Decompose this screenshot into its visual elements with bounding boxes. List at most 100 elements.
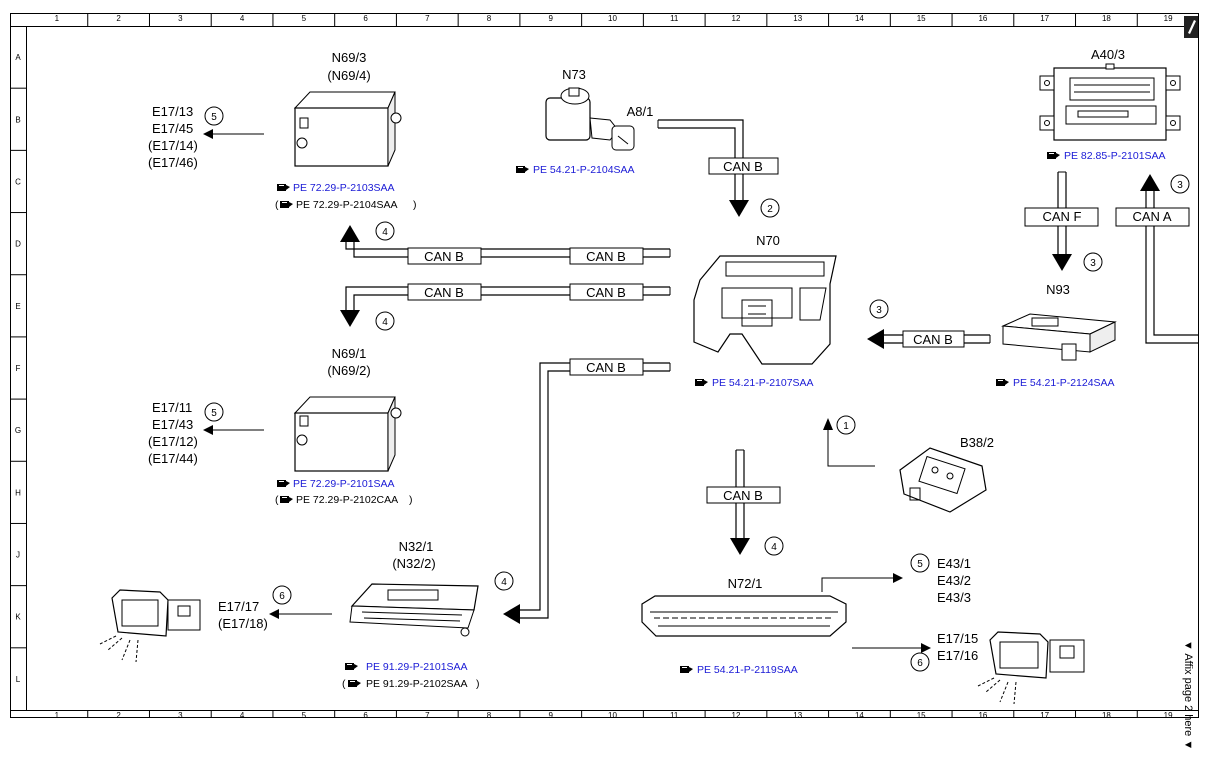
grid-col-label: 3 xyxy=(178,14,183,23)
n69-3-module[interactable] xyxy=(293,91,402,167)
svg-text:5: 5 xyxy=(917,559,923,570)
svg-text:4: 4 xyxy=(501,577,507,588)
n69-3-label: N69/3 xyxy=(332,50,367,65)
n70-ref[interactable]: PE 54.21-P-2107SAA xyxy=(712,377,814,389)
grid-row-label: B xyxy=(15,115,20,124)
grid-col-label: 7 xyxy=(425,14,430,23)
grid-col-label: 16 xyxy=(978,711,987,720)
n69-4-ref[interactable]: PE 72.29-P-2104SAA xyxy=(296,199,398,211)
output-top-left-0: E17/13 xyxy=(152,104,193,119)
can-b-label-2: CAN B xyxy=(424,249,464,264)
a40-3-display-unit[interactable] xyxy=(1039,63,1181,141)
grid-col-label: 5 xyxy=(302,711,307,720)
svg-text:5: 5 xyxy=(211,408,217,419)
output-e43-0: E43/1 xyxy=(937,556,971,571)
svg-text:2: 2 xyxy=(767,204,773,215)
output-top-left-2: (E17/14) xyxy=(148,138,198,153)
svg-text:): ) xyxy=(409,494,413,506)
can-f-label: CAN F xyxy=(1043,209,1082,224)
grid-col-label: 2 xyxy=(116,14,121,23)
grid-col-label: 1 xyxy=(55,14,60,23)
grid-row-label: J xyxy=(16,551,20,560)
n93-ref[interactable]: PE 54.21-P-2124SAA xyxy=(1013,377,1115,389)
svg-text:): ) xyxy=(413,199,417,211)
grid-col-label: 8 xyxy=(487,14,492,23)
output-e43-1: E43/2 xyxy=(937,573,971,588)
a40-3-ref[interactable]: PE 82.85-P-2101SAA xyxy=(1064,150,1166,162)
n70-overhead-control-panel[interactable] xyxy=(693,255,837,365)
n72-1-control-panel[interactable] xyxy=(641,595,847,637)
grid-col-label: 8 xyxy=(487,711,492,720)
svg-text:(: ( xyxy=(275,199,279,211)
grid-col-label: 13 xyxy=(793,14,802,23)
n32-2-label: (N32/2) xyxy=(392,556,435,571)
output-bottom-right-1: E17/16 xyxy=(937,648,978,663)
output-top-left-3: (E17/46) xyxy=(148,155,198,170)
n69-2-label: (N69/2) xyxy=(327,363,370,378)
n69-1-label: N69/1 xyxy=(332,346,367,361)
svg-text:3: 3 xyxy=(1090,258,1096,269)
grid-col-label: 6 xyxy=(363,711,368,720)
n73-ignition-switch[interactable] xyxy=(545,87,635,151)
grid-col-label: 16 xyxy=(978,14,987,23)
grid-col-label: 14 xyxy=(855,711,864,720)
svg-text:5: 5 xyxy=(211,112,217,123)
grid-row-label: G xyxy=(15,426,21,435)
can-a-label: CAN A xyxy=(1132,209,1171,224)
grid-col-label: 6 xyxy=(363,14,368,23)
n32-1-control-unit[interactable] xyxy=(349,583,479,637)
n32-1-label: N32/1 xyxy=(399,539,434,554)
can-b-label-5: CAN B xyxy=(586,285,626,300)
output-bottom-left-1: (E17/18) xyxy=(218,616,268,631)
grid-col-label: 9 xyxy=(549,14,554,23)
n73-ref[interactable]: PE 54.21-P-2104SAA xyxy=(533,164,635,176)
grid-col-label: 4 xyxy=(240,711,245,720)
grid-labels: 1122334455667788991010111112121313141415… xyxy=(10,13,1173,720)
grid-col-label: 2 xyxy=(116,711,121,720)
can-b-label-3: CAN B xyxy=(586,249,626,264)
n93-module[interactable] xyxy=(1001,313,1117,361)
a8-1-label: A8/1 xyxy=(627,104,654,119)
frame xyxy=(10,13,1199,718)
grid-row-label: D xyxy=(15,240,21,249)
n69-2-ref[interactable]: PE 72.29-P-2102CAA xyxy=(296,494,398,506)
grid-row-label: F xyxy=(16,364,21,373)
n32-2-ref[interactable]: PE 91.29-P-2102SAA xyxy=(366,678,468,690)
n69-3-ref[interactable]: PE 72.29-P-2103SAA xyxy=(293,182,395,194)
grid-col-label: 15 xyxy=(917,711,926,720)
b38-2-sensor[interactable] xyxy=(899,447,987,513)
n69-1-module[interactable] xyxy=(293,396,402,472)
svg-text:(: ( xyxy=(275,494,279,506)
n72-1-ref[interactable]: PE 54.21-P-2119SAA xyxy=(697,664,798,676)
n72-1-label: N72/1 xyxy=(728,576,763,591)
n69-1-ref[interactable]: PE 72.29-P-2101SAA xyxy=(293,478,395,490)
b38-2-label: B38/2 xyxy=(960,435,994,450)
grid-col-label: 10 xyxy=(608,711,617,720)
grid-col-label: 12 xyxy=(732,14,741,23)
grid-col-label: 17 xyxy=(1040,711,1049,720)
svg-text:6: 6 xyxy=(917,658,923,669)
grid-col-label: 12 xyxy=(732,711,741,720)
grid-col-label: 9 xyxy=(549,711,554,720)
grid-row-label: H xyxy=(15,488,21,497)
grid-col-label: 14 xyxy=(855,14,864,23)
can-b-label-1: CAN B xyxy=(723,159,763,174)
n32-1-ref[interactable]: PE 91.29-P-2101SAA xyxy=(366,661,468,673)
svg-text:1: 1 xyxy=(843,421,849,432)
n73-label: N73 xyxy=(562,67,586,82)
n93-label: N93 xyxy=(1046,282,1070,297)
grid-col-label: 11 xyxy=(670,711,679,720)
grid-col-label: 18 xyxy=(1102,14,1111,23)
grid-col-label: 1 xyxy=(55,711,60,720)
grid-col-label: 4 xyxy=(240,14,245,23)
output-mid-left-1: E17/43 xyxy=(152,417,193,432)
svg-text:4: 4 xyxy=(382,227,388,238)
svg-text:4: 4 xyxy=(382,317,388,328)
output-e43-2: E43/3 xyxy=(937,590,971,605)
grid-row-label: E xyxy=(15,302,20,311)
output-bottom-right-0: E17/15 xyxy=(937,631,978,646)
n70-label: N70 xyxy=(756,233,780,248)
svg-text:6: 6 xyxy=(279,591,285,602)
grid-col-label: 11 xyxy=(670,14,679,23)
